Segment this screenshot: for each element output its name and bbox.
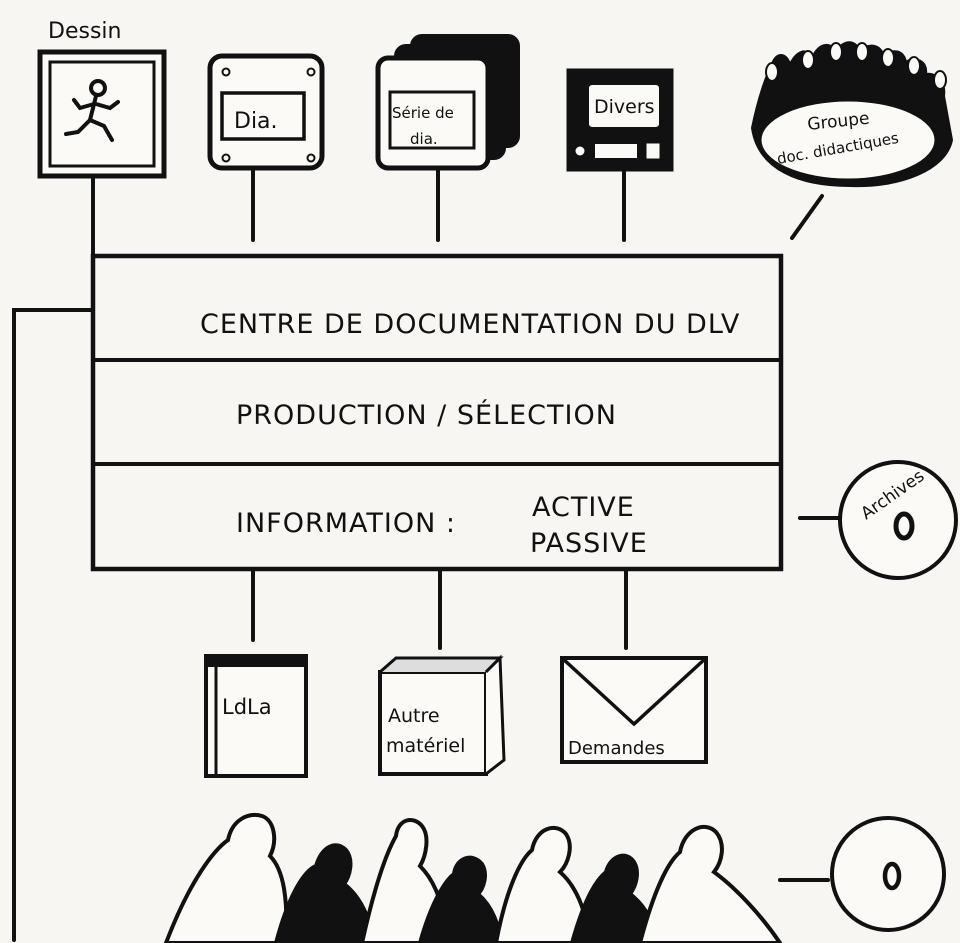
dessin-frame-icon: [37, 49, 167, 179]
left-connector-line: [12, 308, 95, 942]
production-label: PRODUCTION / SÉLECTION: [236, 399, 617, 431]
autre-materiel-box-icon: [378, 654, 506, 776]
running-figure-icon: [64, 79, 120, 142]
connector-groupe: [790, 194, 824, 240]
dia-label: Dia.: [234, 109, 278, 134]
demandes-envelope-icon: [560, 656, 708, 764]
ldla-book-icon: [204, 654, 308, 778]
autre-label-line2: matériel: [386, 735, 465, 757]
central-box: [90, 253, 784, 572]
dessin-label: Dessin: [48, 19, 121, 44]
serie-label-line1: Série de: [392, 104, 454, 122]
audience-disc-icon: [830, 816, 946, 932]
demandes-label: Demandes: [568, 738, 665, 759]
information-active-label: ACTIVE: [532, 492, 635, 523]
serie-label-line2: dia.: [410, 130, 438, 148]
information-label: INFORMATION :: [236, 508, 456, 539]
centre-label: CENTRE DE DOCUMENTATION DU DLV: [200, 309, 740, 340]
audience-icon: [163, 813, 783, 943]
groupe-people-icon: [750, 41, 954, 188]
dia-slide-icon: [207, 53, 325, 171]
divers-label: Divers: [594, 96, 655, 118]
ldla-label: LdLa: [222, 695, 272, 719]
autre-label-line1: Autre: [388, 705, 440, 727]
archives-disc-icon: [838, 460, 958, 580]
divers-screen-icon: [566, 68, 674, 172]
serie-slides-icon: [375, 34, 520, 171]
information-passive-label: PASSIVE: [530, 528, 648, 559]
